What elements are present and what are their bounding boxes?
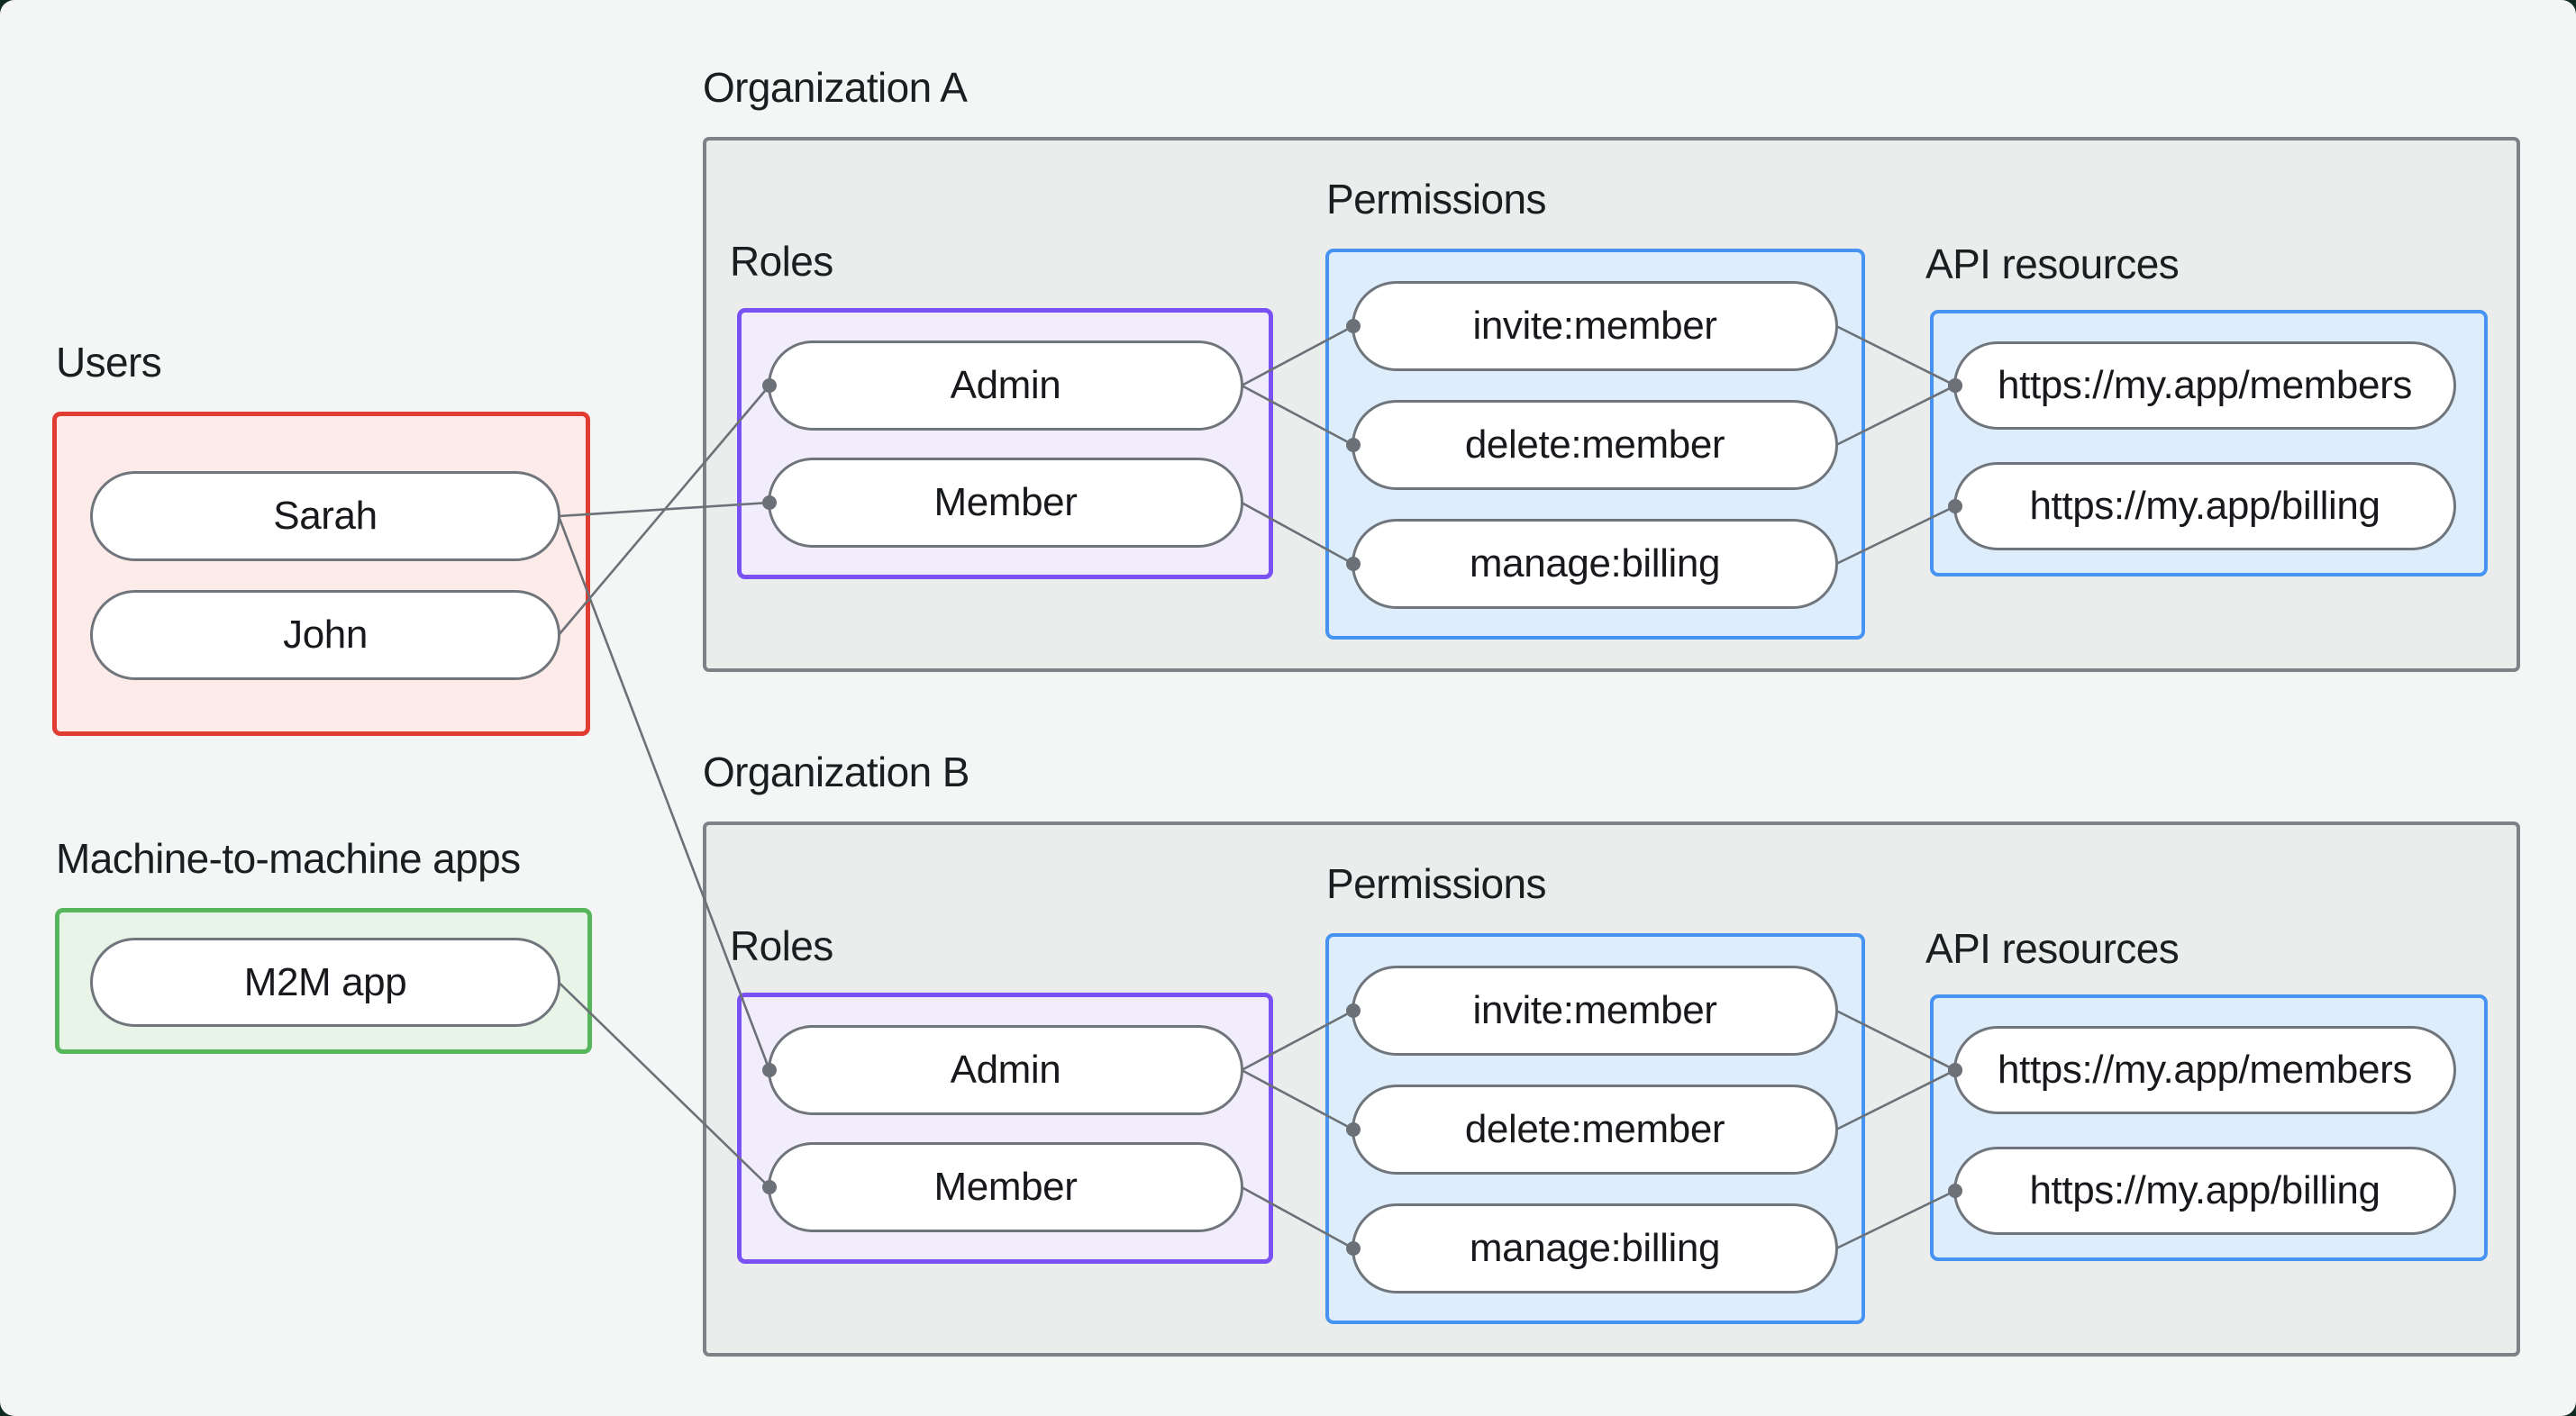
org-b-permissions-label: Permissions [1326,860,1547,907]
org-b-api-resources-label: API resources [1925,925,2180,972]
org-a-api-billing-resource: https://my.app/billing [1953,462,2456,550]
org-b-permission-invite-member: invite:member [1352,966,1838,1056]
org-b-role-admin: Admin [768,1025,1243,1115]
user-node-john: John [90,590,560,680]
org-b-permission-delete-member: delete:member [1352,1085,1838,1175]
org-b-api-members-resource: https://my.app/members [1953,1026,2456,1114]
org-a-permissions-label: Permissions [1326,176,1547,222]
org-b-roles-label: Roles [730,922,833,969]
organization-b: Organization B Roles Admin Member Permis… [703,749,2520,1416]
org-a-api-members-resource: https://my.app/members [1953,341,2456,430]
m2m-node-app: M2M app [90,938,560,1027]
org-a-api-resources-label: API resources [1925,241,2180,287]
org-a-role-member: Member [768,458,1243,548]
organization-a: Organization A Roles Admin Member Permis… [703,65,2520,749]
org-b-permission-manage-billing: manage:billing [1352,1203,1838,1293]
org-b-title: Organization B [703,749,969,795]
org-a-permission-manage-billing: manage:billing [1352,519,1838,609]
org-b-role-member: Member [768,1142,1243,1232]
org-b-api-billing-resource: https://my.app/billing [1953,1147,2456,1235]
user-node-sarah: Sarah [90,471,560,561]
users-group-box [52,412,590,736]
users-label: Users [56,339,162,386]
org-a-permission-invite-member: invite:member [1352,281,1838,371]
m2m-label: Machine-to-machine apps [56,835,521,882]
org-a-roles-label: Roles [730,238,833,285]
org-a-title: Organization A [703,64,968,111]
org-a-role-admin: Admin [768,340,1243,431]
org-a-permission-delete-member: delete:member [1352,400,1838,490]
